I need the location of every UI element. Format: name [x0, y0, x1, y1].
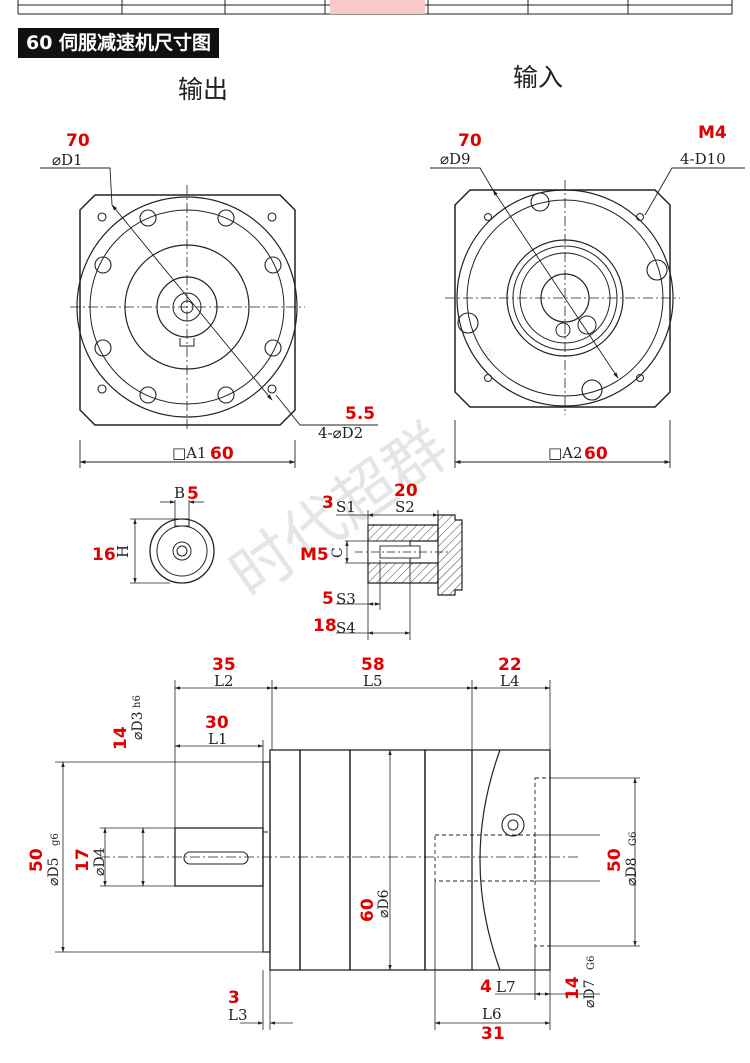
- dim-s2-label: S2: [395, 498, 415, 516]
- dim-l6-value: 31: [481, 1024, 505, 1044]
- dim-l6-label: L6: [482, 1005, 502, 1023]
- dim-d3-label: ⌀D3: [130, 711, 146, 740]
- dim-d10-label: 4-D10: [680, 150, 726, 168]
- dim-d4-value: 17: [73, 848, 93, 872]
- dim-s4-label: S4: [336, 619, 356, 637]
- top-table-fragment: [17, 0, 733, 15]
- dim-c-value: M5: [300, 545, 329, 565]
- dim-d8-tolerance: G6: [628, 832, 639, 846]
- dim-s2-value: 20: [394, 481, 418, 501]
- dim-s4-value: 18: [313, 616, 337, 636]
- dim-l2-value: 35: [212, 655, 236, 675]
- dim-d6-value: 60: [358, 898, 378, 922]
- dim-a1-value: 60: [210, 444, 234, 464]
- dim-l3-value: 3: [228, 988, 240, 1008]
- shaft-end-view: [130, 500, 215, 584]
- input-flange-view: [430, 167, 745, 468]
- dim-a1-label: □A1: [172, 444, 207, 462]
- input-bore-section: [336, 510, 463, 640]
- dim-d2-label: 4-⌀D2: [318, 424, 363, 442]
- input-view-label: 输入: [513, 63, 564, 92]
- dim-b-label: B: [174, 484, 185, 502]
- dim-l7-value: 4: [480, 977, 492, 997]
- dim-d6-label: ⌀D6: [376, 889, 392, 918]
- dim-d5-value: 50: [27, 848, 47, 872]
- dim-h-value: 16: [92, 545, 116, 565]
- dim-s1-label: S1: [336, 498, 356, 516]
- dim-d5-tolerance: g6: [50, 833, 61, 846]
- dim-l4-value: 22: [498, 655, 522, 675]
- dim-s1-value: 3: [322, 493, 334, 513]
- dim-d2-value: 5.5: [345, 404, 375, 424]
- dim-d9-value: 70: [458, 131, 482, 151]
- dim-l5-value: 58: [361, 655, 385, 675]
- dim-s3-value: 5: [322, 589, 334, 609]
- dim-l5-label: L5: [363, 672, 383, 690]
- dim-a2-value: 60: [584, 444, 608, 464]
- page-title: 60 伺服减速机尺寸图: [18, 28, 220, 58]
- dim-d3-tolerance: h6: [132, 695, 143, 708]
- dim-l4-label: L4: [500, 672, 520, 690]
- dim-d4-label: ⌀D4: [92, 847, 108, 876]
- dim-l2-label: L2: [214, 672, 234, 690]
- dim-d1-label: ⌀D1: [52, 151, 83, 169]
- dim-d10-value: M4: [698, 123, 727, 143]
- dim-l7-label: L7: [496, 978, 516, 996]
- dim-d9-label: ⌀D9: [440, 150, 471, 168]
- dim-d3-value: 14: [111, 726, 131, 750]
- dim-d7-value: 14: [563, 976, 583, 1000]
- gearbox-side-view: [55, 680, 640, 1030]
- dim-d8-label: ⌀D8: [624, 857, 640, 886]
- dim-d5-label: ⌀D5: [46, 857, 62, 886]
- dim-c-label: C: [330, 547, 346, 558]
- dim-d7-tolerance: G6: [586, 956, 597, 970]
- svg-text:®: ®: [480, 345, 496, 364]
- dim-l3-label: L3: [228, 1006, 248, 1024]
- dim-l1-label: L1: [208, 730, 228, 748]
- output-view-label: 输出: [178, 75, 229, 104]
- dim-d1-value: 70: [66, 131, 90, 151]
- dim-s3-label: S3: [336, 590, 356, 608]
- dim-d8-value: 50: [605, 848, 625, 872]
- dim-h-label: H: [114, 545, 132, 558]
- dim-l1-value: 30: [205, 713, 229, 733]
- dim-a2-label: □A2: [548, 444, 583, 462]
- dim-b-value: 5: [187, 484, 199, 504]
- dim-d7-label: ⌀D7: [582, 979, 598, 1008]
- output-flange-view: [40, 167, 378, 468]
